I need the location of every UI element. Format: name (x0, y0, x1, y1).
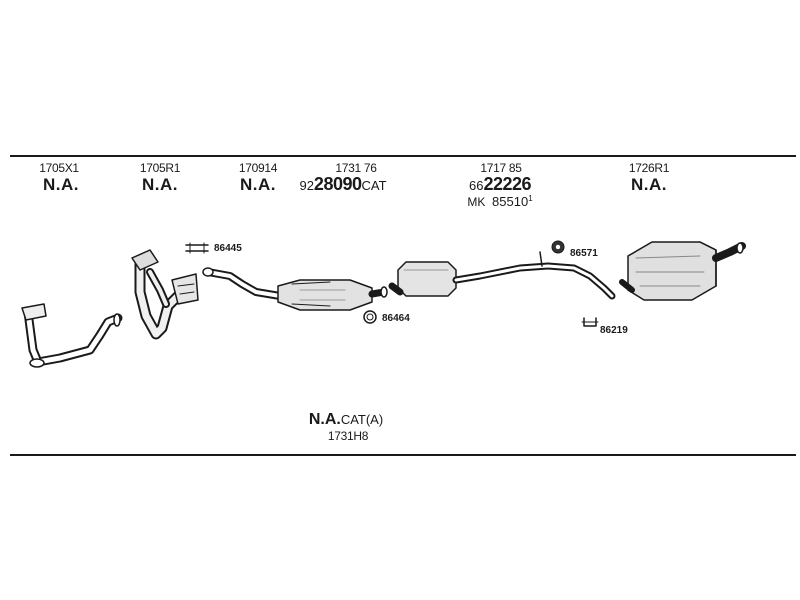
bottom-rule (10, 454, 796, 456)
hanger-icon (581, 317, 599, 327)
intermediate-pipe (202, 267, 284, 300)
part-number-5-sub-sup: 1 (528, 194, 533, 203)
part-number-4-main: 28090 (313, 174, 362, 194)
bottom-part-label: N.A.CAT(A) (309, 411, 383, 429)
gasket-icon (363, 310, 377, 324)
part-number-5-prefix: 66 (468, 178, 484, 193)
part-number-4-prefix: 92 (299, 178, 314, 193)
part-number-5-main: 22226 (483, 174, 532, 194)
part-label-2: N.A. (142, 175, 178, 194)
part-label-3: N.A. (240, 175, 276, 194)
hanger-number: 86219 (600, 325, 628, 336)
part-code-5: 1717 85 (480, 161, 522, 175)
bottom-part-na: N.A. (308, 411, 341, 428)
part-number-5-sub: MK 855101 (467, 194, 532, 209)
part-code-3: 170914 (238, 161, 278, 175)
bottom-part-suffix: CAT(A) (340, 412, 384, 427)
clamp-number-2: 86571 (570, 248, 598, 259)
bottom-part-code: 1731H8 (327, 429, 369, 443)
part-number-5-sub-main: 85510 (492, 194, 529, 209)
catalytic-converter (277, 279, 388, 311)
part-number-4-suffix: CAT (361, 178, 387, 193)
clamp-icon-1 (185, 242, 209, 254)
part-number-5: 6622226 (468, 174, 532, 195)
center-silencer (388, 251, 616, 300)
part-number-4: 9228090CAT (299, 174, 386, 195)
clamp-icon-2 (551, 240, 565, 254)
part-number-5-sub-prefix: MK (467, 195, 486, 209)
gasket-number: 86464 (382, 313, 410, 324)
front-pipe (21, 303, 123, 368)
top-rule (10, 155, 796, 157)
part-label-6: N.A. (631, 175, 667, 194)
part-code-1: 1705X1 (39, 161, 79, 175)
part-code-2: 1705R1 (139, 161, 181, 175)
part-code-4: 1731 76 (335, 161, 377, 175)
manifold-pipe (131, 249, 199, 340)
part-label-1: N.A. (43, 175, 79, 194)
part-code-6: 1726R1 (628, 161, 670, 175)
rear-muffler (619, 241, 746, 301)
clamp-number-1: 86445 (214, 243, 242, 254)
